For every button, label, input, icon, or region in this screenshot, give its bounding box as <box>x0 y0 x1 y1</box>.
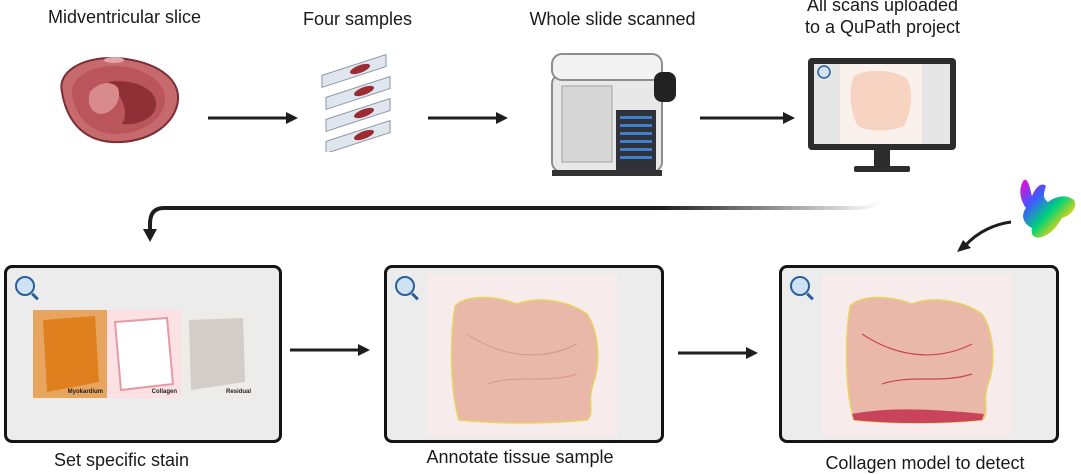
arrow-5 <box>678 346 758 360</box>
step-label-midventricular: Midventricular slice <box>48 7 202 27</box>
step-label-collagen-model: Collagen model to detect <box>825 453 1025 473</box>
qupath-icon <box>790 276 810 296</box>
monitor-illustration <box>806 56 958 178</box>
stain-label-myokardium: Myokardium <box>67 389 103 395</box>
return-arrow <box>140 186 890 246</box>
tissue-detected <box>822 274 1012 436</box>
arrow-4 <box>290 343 370 357</box>
panel-set-stain: Myokardium Collagen Residual <box>4 265 282 443</box>
step-label-qupath-upload: All scans uploaded to a QuPath project <box>804 0 961 37</box>
step-label-four-samples: Four samples <box>302 9 413 29</box>
heart-slice-illustration <box>52 52 182 148</box>
arrow-2 <box>428 111 508 125</box>
four-slides-illustration <box>320 52 400 152</box>
curved-arrow <box>955 218 1015 254</box>
qupath-icon <box>15 276 35 296</box>
slide-scanner-illustration <box>548 44 688 184</box>
arrow-1 <box>208 111 298 125</box>
panel-collagen-model <box>779 265 1059 443</box>
step-label-annotate: Annotate tissue sample <box>426 447 614 467</box>
stain-label-residual: Residual <box>225 389 251 395</box>
qupath-icon <box>395 276 415 296</box>
stain-label-collagen: Collagen <box>151 389 177 395</box>
step-label-set-stain: Set specific stain <box>54 450 190 470</box>
model-colorful-icon <box>1014 174 1080 246</box>
stain-residual: Residual <box>181 310 255 398</box>
stain-myokardium: Myokardium <box>33 310 107 398</box>
arrow-3 <box>700 111 795 125</box>
panel-annotate <box>384 265 664 443</box>
step-label-whole-slide: Whole slide scanned <box>529 9 696 29</box>
tissue-annotated <box>427 274 617 436</box>
stain-collagen: Collagen <box>107 310 181 398</box>
